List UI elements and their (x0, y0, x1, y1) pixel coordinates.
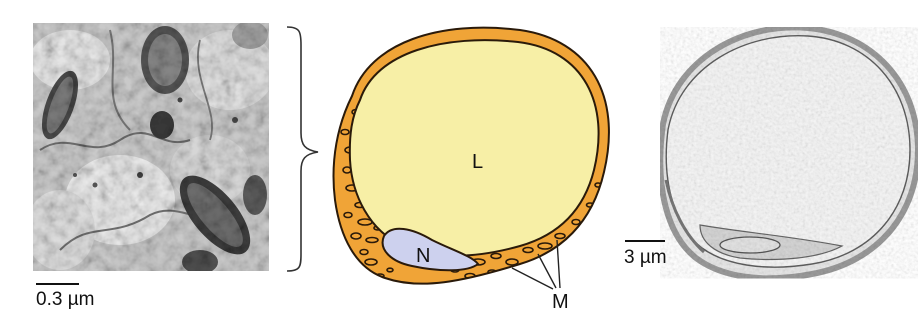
label-lipid: L (472, 151, 483, 173)
lipid-droplet (350, 40, 599, 255)
adipocyte-diagram: L N M (334, 28, 609, 313)
scale-bar-right: 3 µm (624, 241, 667, 268)
curly-brace (287, 27, 318, 271)
label-nucleus: N (416, 245, 430, 267)
scale-bar-left-label: 0.3 µm (36, 289, 94, 310)
scale-bar-right-label: 3 µm (624, 247, 667, 268)
scale-bar-left: 0.3 µm (36, 284, 94, 310)
micrograph-left (25, 21, 275, 274)
micrograph-right (660, 27, 918, 278)
label-mitochondria: M (552, 291, 569, 313)
